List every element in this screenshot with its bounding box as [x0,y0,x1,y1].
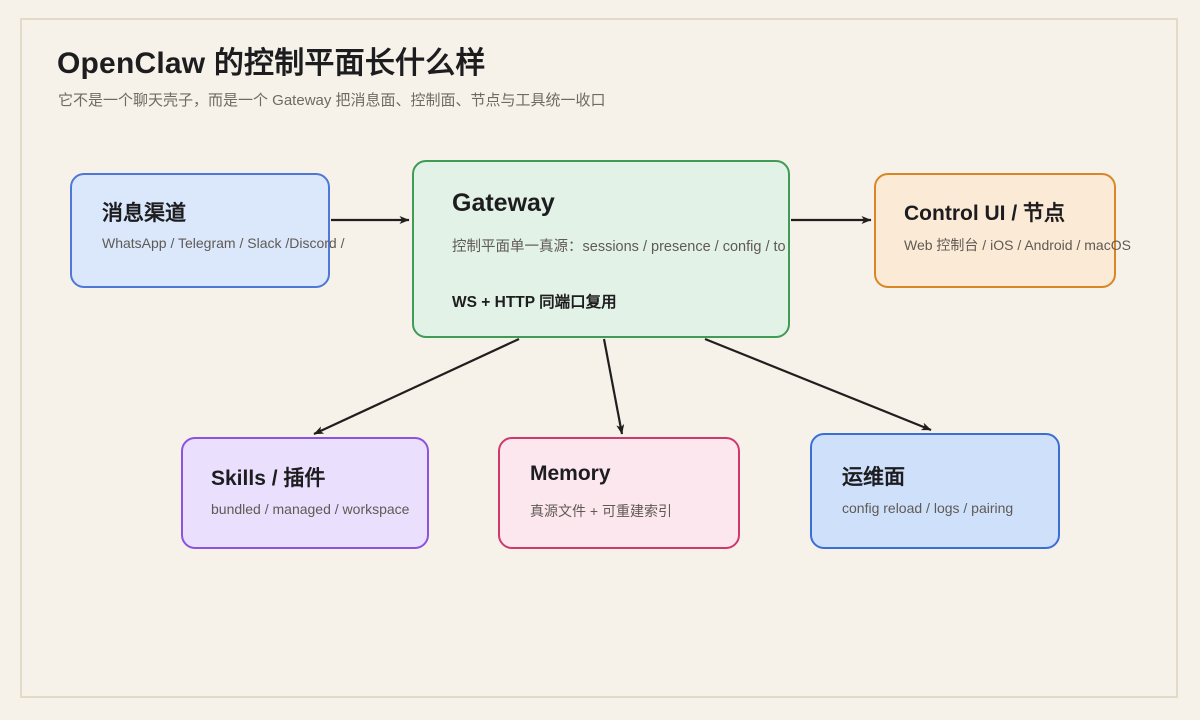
node-gateway-title: Gateway [452,189,555,217]
node-channels-subtitle: WhatsApp / Telegram / Slack /Discord / [102,235,345,251]
node-channels-title: 消息渠道 [102,202,186,225]
node-skills[interactable]: Skills / 插件 bundled / managed / workspac… [181,437,429,549]
node-controlui-subtitle: Web 控制台 / iOS / Android / macOS [904,237,1131,253]
node-skills-subtitle: bundled / managed / workspace [211,501,410,517]
node-skills-title: Skills / 插件 [211,467,326,490]
node-memory-title: Memory [530,462,611,485]
node-memory[interactable]: Memory 真源文件 + 可重建索引 [498,437,740,549]
node-controlui-title: Control UI / 节点 [904,202,1065,225]
node-ops[interactable]: 运维面 config reload / logs / pairing [810,433,1060,549]
page-title: OpenClaw 的控制平面长什么样 [57,47,486,80]
node-gateway-subtitle-2: WS + HTTP 同端口复用 [452,294,617,311]
node-gateway-subtitle: 控制平面单一真源：sessions / presence / config / … [452,239,786,255]
page-subtitle: 它不是一个聊天壳子，而是一个 Gateway 把消息面、控制面、节点与工具统一收… [58,92,606,109]
node-ops-subtitle: config reload / logs / pairing [842,500,1014,516]
node-memory-subtitle: 真源文件 + 可重建索引 [530,503,672,519]
diagram-frame [20,18,1178,698]
node-gateway[interactable]: Gateway 控制平面单一真源：sessions / presence / c… [412,160,790,338]
node-control-ui[interactable]: Control UI / 节点 Web 控制台 / iOS / Android … [874,173,1131,288]
node-ops-title: 运维面 [842,466,905,489]
node-message-channels[interactable]: 消息渠道 WhatsApp / Telegram / Slack /Discor… [70,173,345,288]
